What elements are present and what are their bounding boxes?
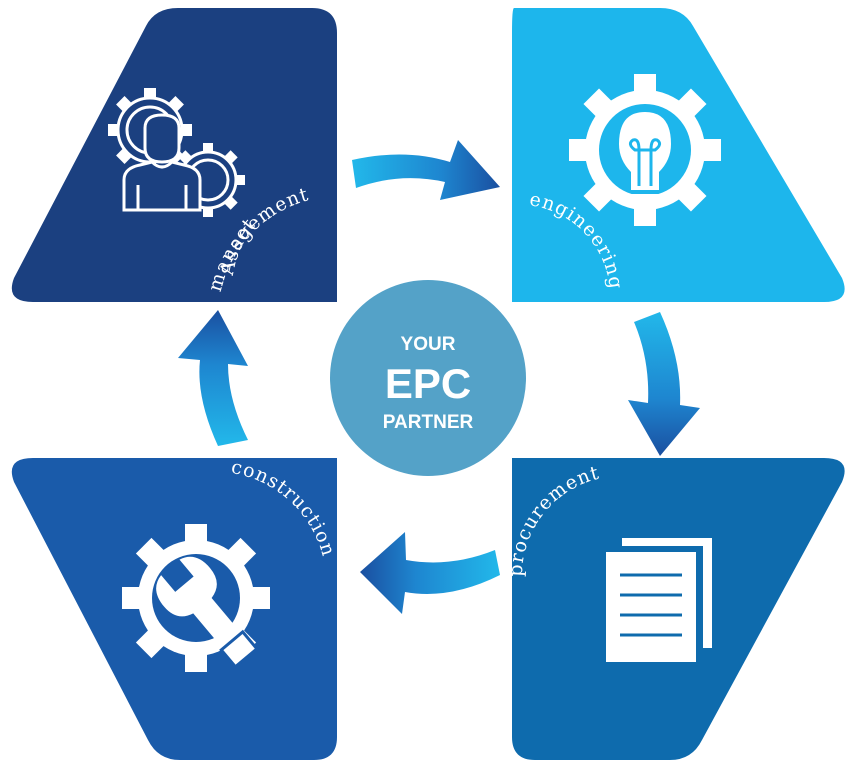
arrow-asset-to-engineering [352, 140, 500, 200]
lightbulb-gear-icon [569, 74, 721, 226]
center-circle [330, 280, 526, 476]
arrow-construction-to-asset [178, 310, 248, 446]
center-line-2: EPC [385, 360, 471, 407]
arrow-engineering-to-procurement [628, 312, 700, 456]
gears-person-icon [108, 88, 245, 217]
center-line-1: YOUR [401, 334, 456, 355]
center-line-3: PARTNER [383, 412, 474, 433]
arrow-procurement-to-construction [360, 532, 500, 614]
wrench-gear-icon [122, 524, 270, 672]
documents-icon [606, 538, 712, 662]
